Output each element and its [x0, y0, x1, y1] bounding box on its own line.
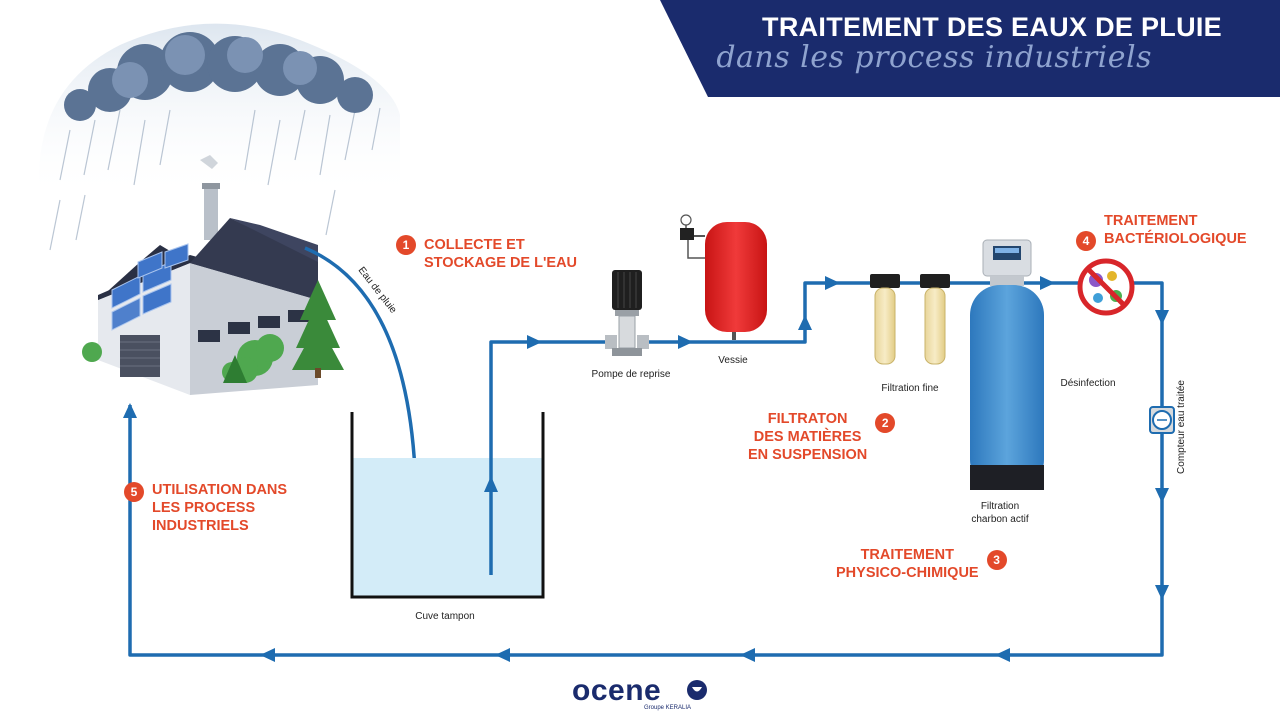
vessel-icon	[680, 214, 767, 340]
carbon-filter-icon	[970, 239, 1044, 490]
factory-icon	[82, 155, 344, 395]
rain-cloud-icon	[39, 23, 400, 251]
page-subtitle: dans les process industriels	[716, 40, 1152, 75]
step-2: 2 FILTRATON DES MATIÈRES EN SUSPENSION	[748, 410, 896, 464]
pump-icon	[605, 270, 649, 356]
step-number-badge: 1	[396, 235, 416, 255]
fine-filter-icon	[870, 274, 950, 365]
step-1: 1 COLLECTE ET STOCKAGE DE L'EAU	[396, 235, 577, 272]
page-title: TRAITEMENT DES EAUX DE PLUIE	[762, 12, 1222, 42]
fine-filtration-label: Filtration fine	[881, 383, 939, 394]
meter-label: Compteur eau traitée	[1176, 380, 1187, 474]
buffer-tank	[350, 412, 545, 599]
step-3: 3 TRAITEMENT PHYSICO-CHIMIQUE	[836, 546, 1007, 582]
step-number-badge: 2	[875, 413, 896, 433]
step-number-badge: 4	[1076, 231, 1096, 251]
disinfection-label: Désinfection	[1060, 378, 1116, 389]
pump-label: Pompe de reprise	[591, 369, 671, 380]
step-5: 5 UTILISATION DANS LES PROCESS INDUSTRIE…	[124, 481, 287, 535]
step-number-badge: 5	[124, 482, 144, 502]
carbon-filtration-label: Filtration charbon actif	[971, 501, 1029, 525]
logo-group-label: Groupe KERALIA	[644, 705, 692, 711]
pipe-network	[128, 281, 1164, 657]
step-number-badge: 3	[986, 550, 1007, 570]
buffer-tank-label: Cuve tampon	[415, 611, 475, 622]
no-bacteria-icon	[1077, 258, 1135, 316]
vessel-label: Vessie	[718, 355, 748, 366]
ocene-logo: ocene	[572, 674, 662, 707]
water-meter-icon	[1149, 406, 1175, 434]
flow-arrows	[123, 276, 1169, 662]
step-4: 4 TRAITEMENT BACTÉRIOLOGIQUE	[1076, 212, 1247, 251]
